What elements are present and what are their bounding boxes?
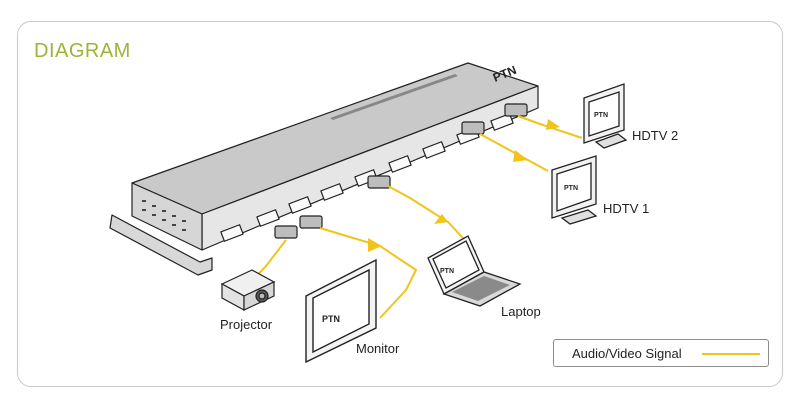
signal-line-hdtv2 (517, 115, 583, 139)
arrow-laptop (434, 214, 448, 224)
hdtv1-brand: PTN (564, 185, 578, 192)
signal-lines (243, 115, 583, 319)
hdtv2-device: PTN (583, 83, 628, 149)
hdtv1-label: HDTV 1 (603, 201, 650, 216)
laptop-brand: PTN (440, 268, 454, 275)
legend-signal-line (702, 353, 760, 355)
signal-arrows (368, 119, 560, 252)
projector-label: Projector (220, 317, 273, 332)
laptop-label: Laptop (501, 304, 541, 319)
signal-line-laptop (387, 185, 477, 253)
arrow-hdtv2 (546, 119, 560, 130)
hdtv2-label: HDTV 2 (632, 128, 679, 143)
splitter-unit (109, 62, 539, 276)
signal-line-hdtv1 (479, 133, 549, 172)
diagram-frame (17, 21, 783, 387)
hdtv1-device: PTN (551, 155, 598, 225)
laptop-device: PTN (427, 235, 522, 307)
legend-box: Audio/Video Signal (553, 339, 769, 367)
arrow-monitor (368, 238, 382, 252)
diagram-title: DIAGRAM (34, 40, 131, 62)
legend-label: Audio/Video Signal (572, 346, 682, 361)
hdtv2-brand: PTN (594, 112, 608, 119)
monitor-label: Monitor (356, 341, 400, 356)
projector-device (220, 269, 276, 312)
monitor-brand: PTN (322, 314, 340, 324)
monitor-device: PTN (305, 258, 377, 364)
arrow-hdtv1 (513, 150, 528, 162)
signal-line-monitor (319, 227, 418, 319)
